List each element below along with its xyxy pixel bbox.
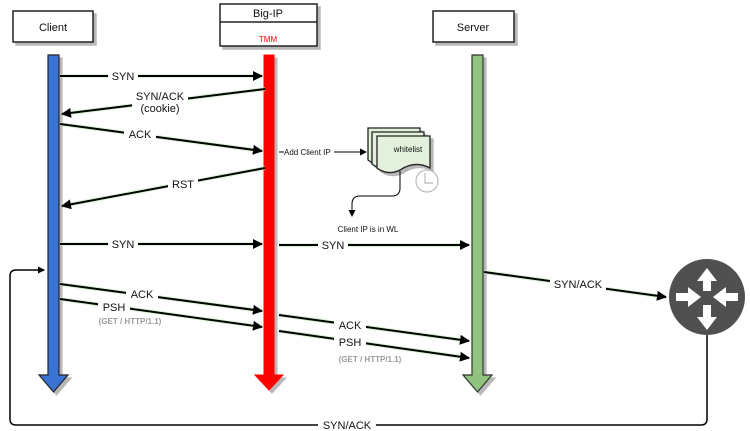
add-client-ip-arrow: Add Client IP xyxy=(279,148,367,157)
message-synack-cookie: SYN/ACK (cookie) xyxy=(61,87,266,118)
msg-label: SYN xyxy=(112,71,135,83)
message-ack-3: ACK xyxy=(278,313,470,345)
client-box xyxy=(12,10,94,43)
msg-label: ACK xyxy=(339,320,362,332)
router-icon xyxy=(669,259,745,335)
whitelist-document xyxy=(367,127,431,174)
client-label: Client xyxy=(39,22,67,34)
message-syn-3: SYN xyxy=(279,238,470,252)
server-label: Server xyxy=(457,22,490,34)
message-syn-2: SYN xyxy=(60,237,263,251)
msg-sublabel: (GET / HTTP/1.1) xyxy=(339,355,402,364)
message-psh-1: PSH (GET / HTTP/1.1) xyxy=(59,297,263,331)
server-lifeline xyxy=(461,54,494,393)
client-ip-in-wl-label: Client IP is in WL xyxy=(338,225,399,234)
msg-label: ACK xyxy=(131,289,154,301)
message-rst: RST xyxy=(61,166,266,210)
message-ack-1: ACK xyxy=(59,122,263,155)
message-psh-2: PSH (GET / HTTP/1.1) xyxy=(278,329,470,364)
message-synack-server: SYN/ACK xyxy=(483,270,667,301)
msg-label: SYN/ACK xyxy=(136,91,185,103)
message-syn-1: SYN xyxy=(60,69,263,83)
msg-label: PSH xyxy=(103,302,126,314)
msg-label: SYN/ACK xyxy=(554,279,603,291)
client-lifeline xyxy=(37,54,70,393)
server-box xyxy=(432,10,515,43)
whitelist-label: whitelist xyxy=(393,145,423,154)
msg-label: RST xyxy=(172,179,194,191)
msg-sublabel: (GET / HTTP/1.1) xyxy=(99,317,162,326)
msg-label: SYN xyxy=(322,240,345,252)
msg-label: ACK xyxy=(129,129,152,141)
bigip-label: Big-IP xyxy=(253,8,283,20)
message-ack-2: ACK xyxy=(59,282,263,315)
msg-label: SYN xyxy=(112,239,135,251)
tmm-label: TMM xyxy=(259,35,278,44)
msg-label: SYN/ACK xyxy=(323,420,372,431)
add-client-ip-label: Add Client IP xyxy=(284,148,331,157)
bigip-lifeline xyxy=(253,54,285,391)
bigip-box xyxy=(219,3,318,47)
clock-icon xyxy=(415,169,439,193)
message-synack-return: SYN/ACK xyxy=(9,266,708,431)
msg-sublabel: (cookie) xyxy=(140,103,179,115)
client-ip-in-wl-connector: Client IP is in WL xyxy=(338,171,401,234)
msg-label: PSH xyxy=(339,337,362,349)
